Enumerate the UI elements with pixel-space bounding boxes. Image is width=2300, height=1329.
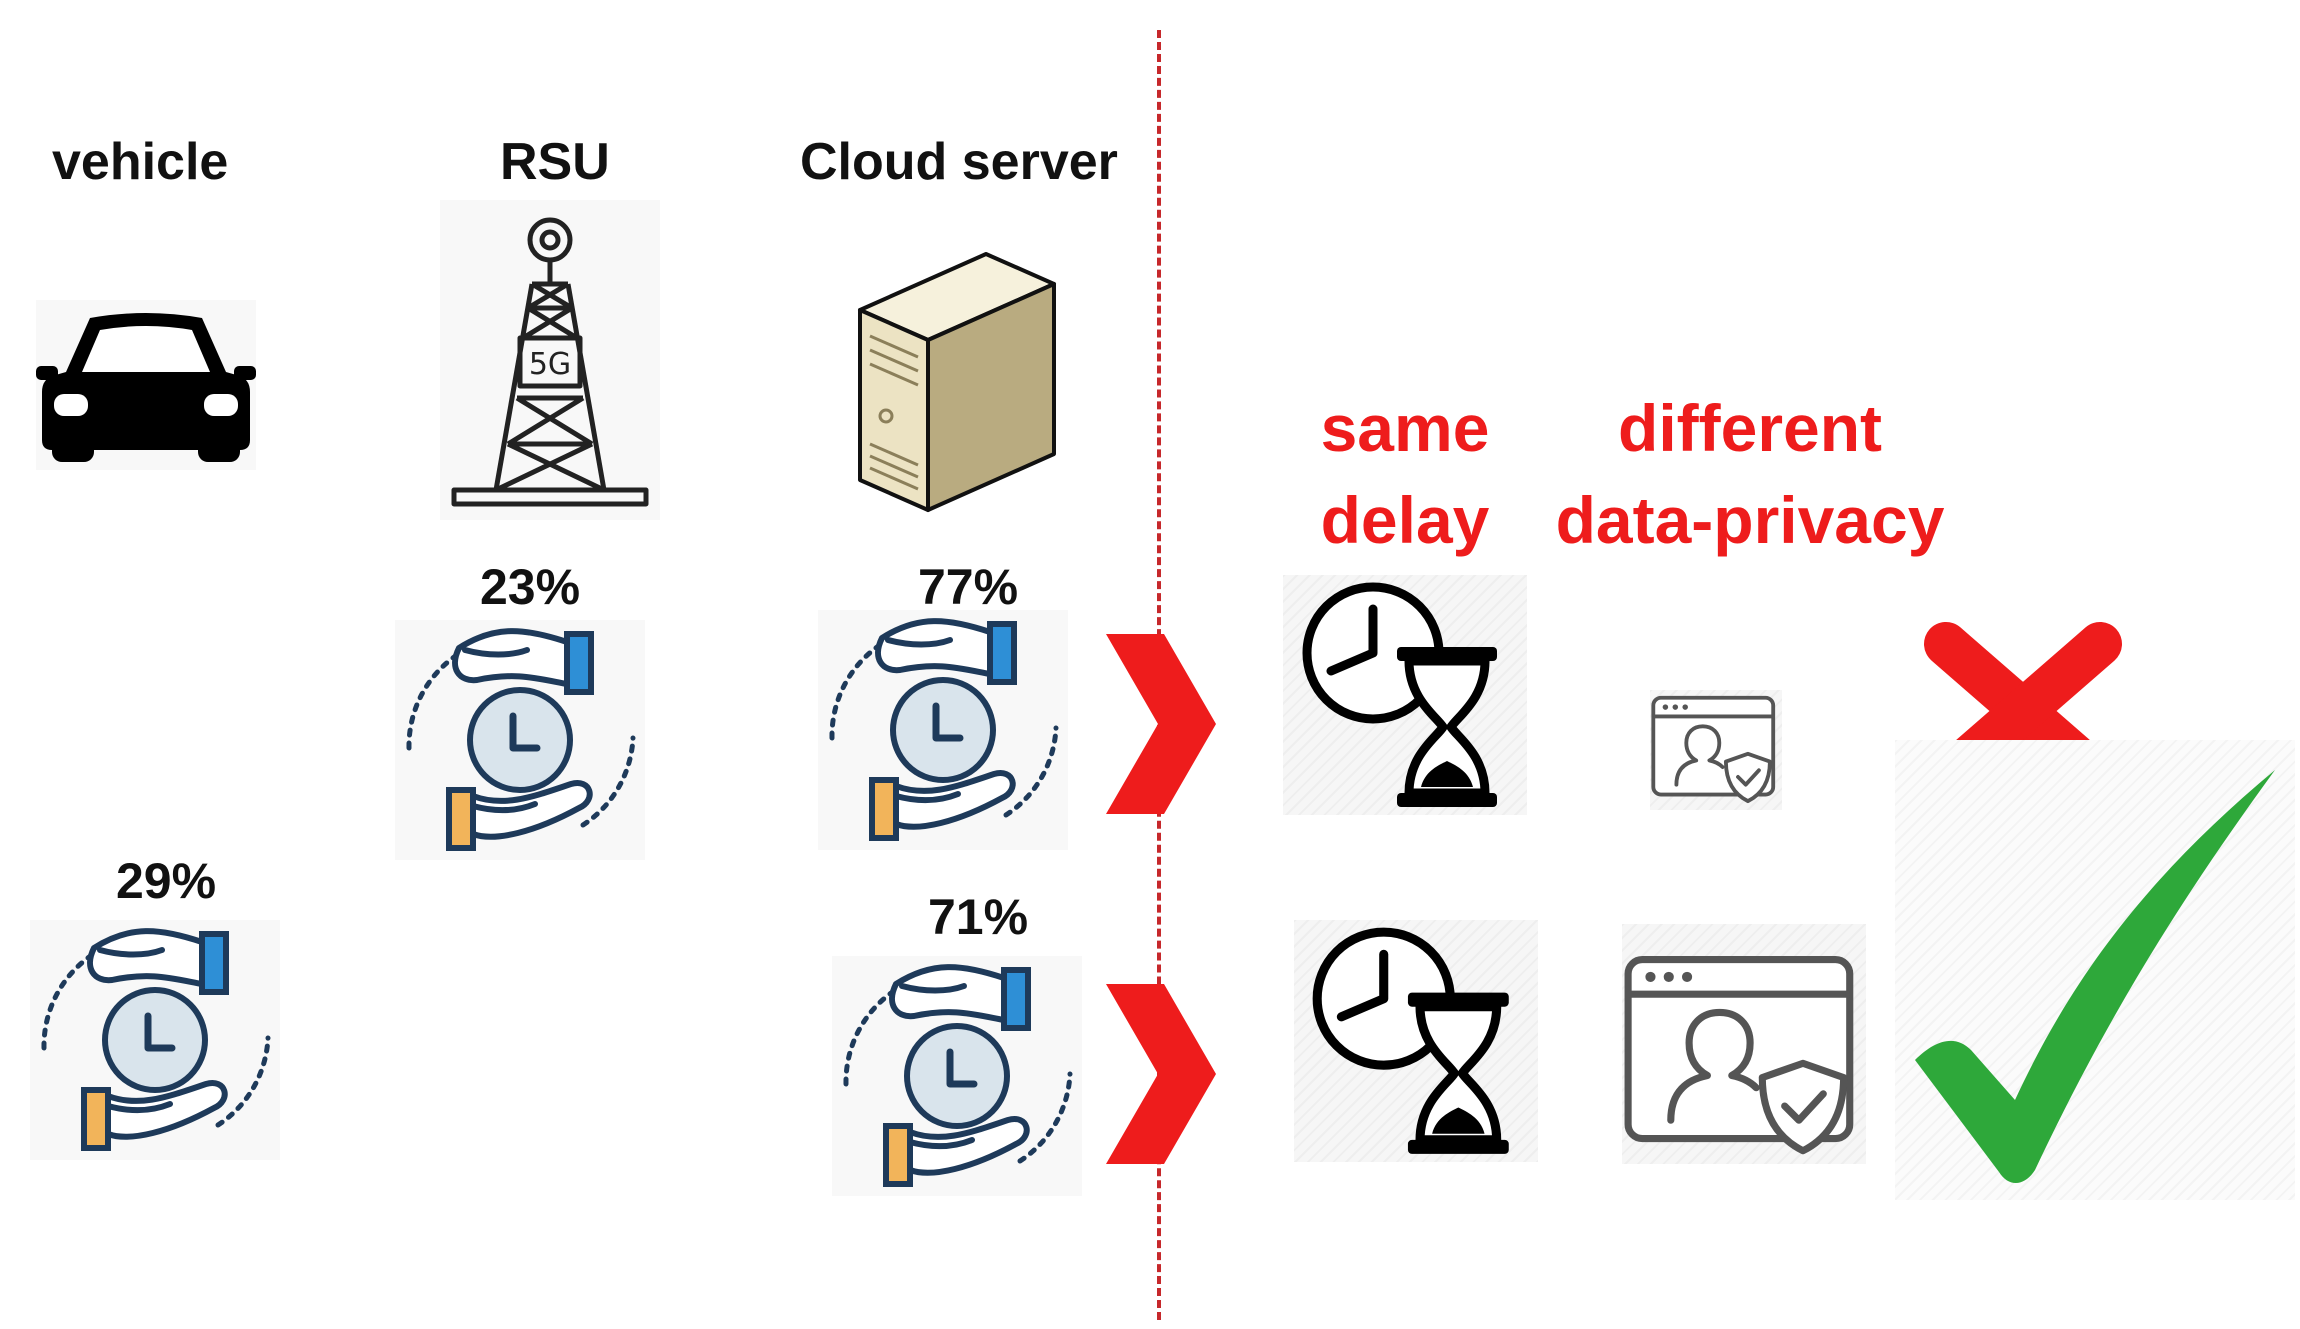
vehicle-offload-hands-clock-icon	[30, 920, 280, 1160]
vehicle-percentage-row2: 29%	[115, 853, 217, 909]
user-shield-browser-icon-large	[1622, 924, 1866, 1164]
user-shield-browser-icon-small	[1650, 690, 1782, 810]
same-label-line2: delay	[1320, 483, 1490, 557]
cloud-percentage-row1: 77%	[917, 559, 1019, 615]
red-chevron-icon-row2	[1106, 984, 1216, 1164]
green-check-icon	[1895, 740, 2295, 1200]
same-label-line1: same	[1320, 391, 1490, 465]
column-header-cloud-server: Cloud server	[800, 133, 1118, 191]
car-icon	[36, 300, 256, 470]
clock-hourglass-icon-row1	[1283, 575, 1527, 815]
rsu-offload-hands-clock-icon	[395, 620, 645, 860]
tower-5g-label: 5G	[529, 347, 571, 382]
server-icon	[850, 250, 1070, 520]
cloud-offload-hands-clock-icon-row1	[818, 610, 1068, 850]
different-label-line2: data-privacy	[1555, 483, 1945, 557]
rsu-percentage-row1: 23%	[479, 559, 581, 615]
different-label-line1: different	[1618, 391, 1882, 465]
cloud-offload-hands-clock-icon-row2	[832, 956, 1082, 1196]
column-header-rsu: RSU	[500, 133, 610, 191]
cloud-percentage-row2: 71%	[927, 889, 1029, 945]
column-header-vehicle: vehicle	[52, 133, 229, 191]
5g-tower-icon: 5G	[440, 200, 660, 520]
clock-hourglass-icon-row2	[1294, 920, 1538, 1162]
red-chevron-icon-row1	[1106, 634, 1216, 814]
